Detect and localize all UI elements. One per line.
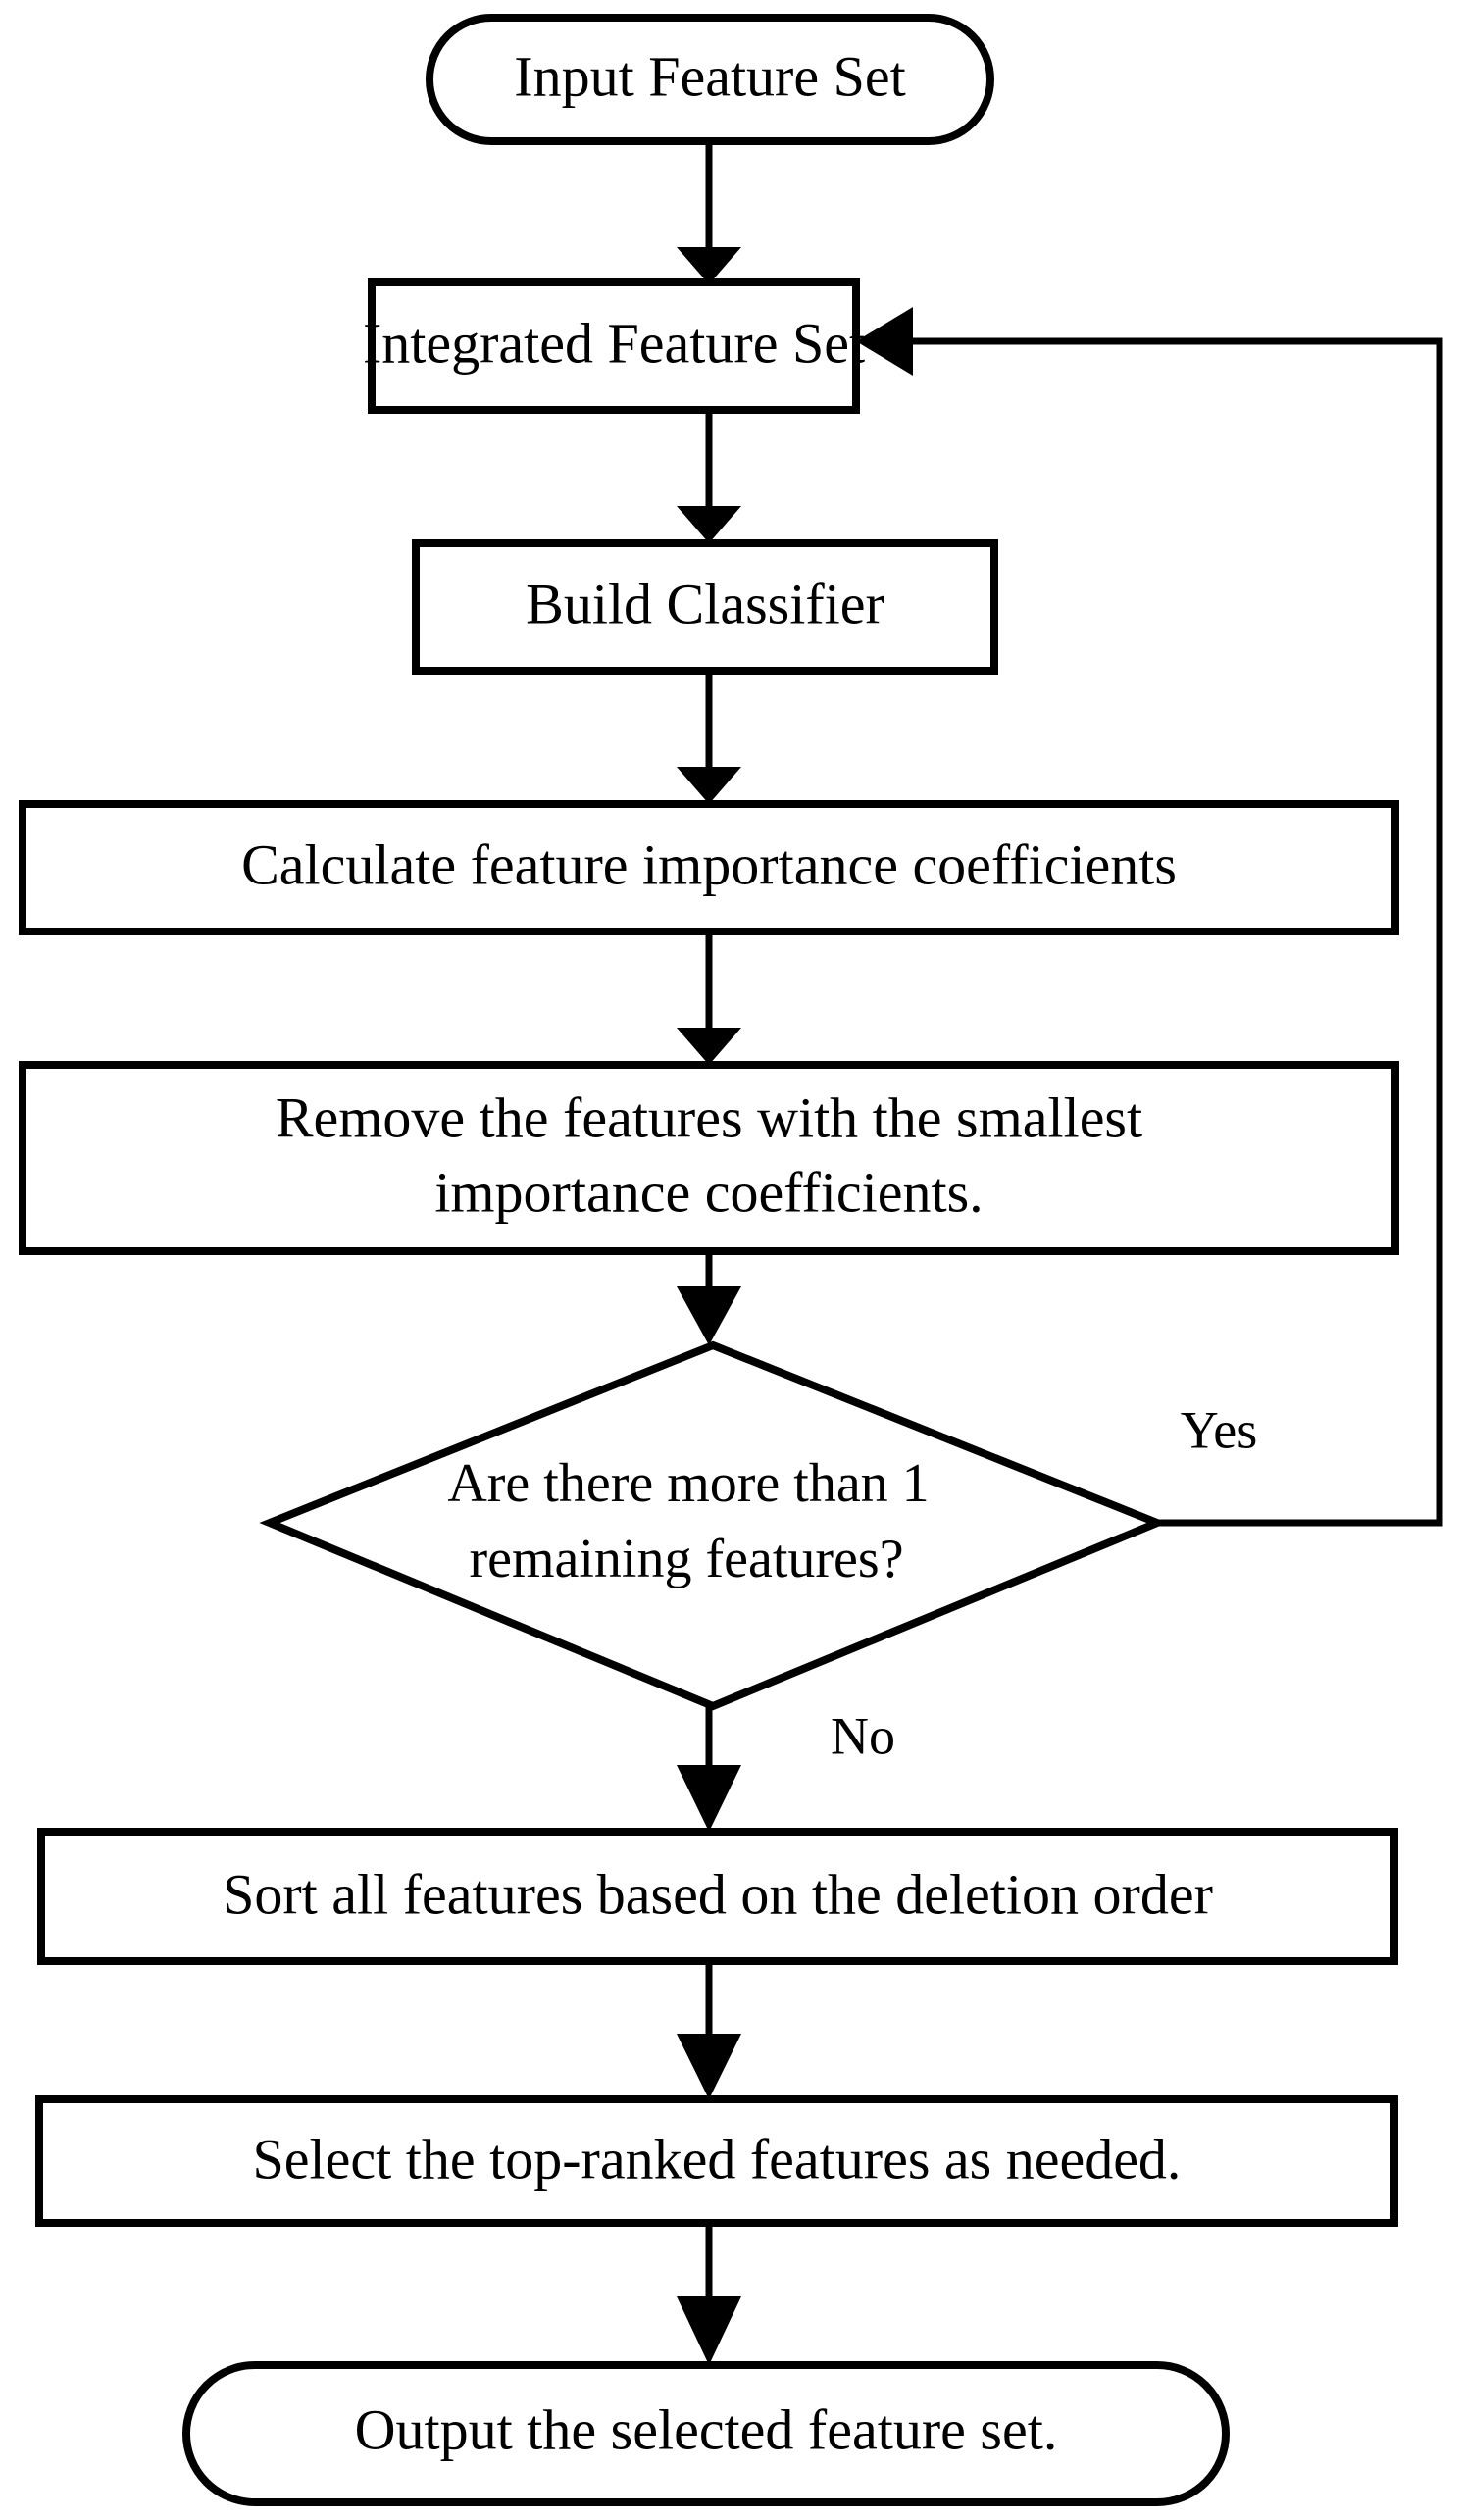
edge-integrated-to-build: [677, 410, 741, 543]
edge-decision-yes-to-integrated: [856, 307, 1443, 1527]
node-input-feature-set[interactable]: Input Feature Set: [426, 14, 994, 145]
node-decision-more-than-one[interactable]: Are there more than 1 remaining features…: [259, 1340, 1168, 1711]
edge-build-to-calculate: [677, 671, 741, 804]
node-output-feature-set[interactable]: Output the selected feature set.: [182, 2361, 1230, 2506]
node-build-classifier-label: Build Classifier: [526, 572, 884, 635]
node-input-feature-set-label: Input Feature Set: [514, 44, 905, 108]
edge-decision-no-to-sort: [677, 1706, 741, 1832]
edge-select-to-output: [677, 2223, 741, 2365]
edge-input-to-integrated: [677, 140, 741, 284]
node-calculate-importance-label: Calculate feature importance coefficient…: [241, 832, 1177, 896]
node-remove-smallest[interactable]: Remove the features with the smallest im…: [19, 1061, 1399, 1255]
node-sort-features-label: Sort all features based on the deletion …: [223, 1862, 1213, 1926]
node-select-top-ranked-label: Select the top-ranked features as needed…: [253, 2127, 1182, 2191]
edge-sort-to-select: [677, 1961, 741, 2099]
node-build-classifier[interactable]: Build Classifier: [412, 539, 998, 675]
node-sort-features[interactable]: Sort all features based on the deletion …: [37, 1828, 1398, 1965]
node-decision-label-line1: Are there more than 1: [447, 1453, 929, 1514]
node-remove-smallest-label-line1: Remove the features with the smallest: [276, 1085, 1142, 1149]
node-integrated-feature-set-label: Integrated Feature Set: [363, 311, 865, 375]
node-integrated-feature-set[interactable]: Integrated Feature Set: [363, 278, 865, 414]
node-output-feature-set-label: Output the selected feature set.: [355, 2397, 1058, 2461]
node-decision-label-line2: remaining features?: [469, 1529, 903, 1589]
node-remove-smallest-label-line2: importance coefficients.: [434, 1160, 983, 1224]
node-calculate-importance[interactable]: Calculate feature importance coefficient…: [19, 800, 1399, 935]
node-select-top-ranked[interactable]: Select the top-ranked features as needed…: [35, 2095, 1398, 2227]
edge-calculate-to-remove: [677, 932, 741, 1065]
edge-label-yes: Yes: [1181, 1400, 1258, 1459]
edge-label-no: No: [831, 1706, 895, 1765]
